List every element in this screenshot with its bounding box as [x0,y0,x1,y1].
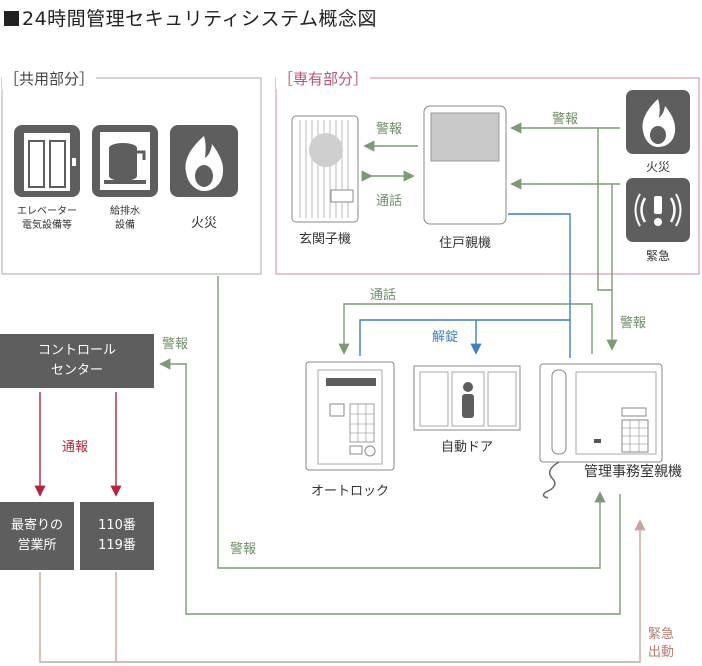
common-area-title: ［共用部分］ [2,68,97,89]
residence-unit-icon [423,105,507,225]
water-tank-icon [92,125,158,197]
title-text: 24時間管理セキュリティシステム概念図 [22,8,377,30]
autolock-label: オートロック [310,484,389,499]
alarm-line-to-office [597,128,618,351]
police-fire-box: 110番 119番 [80,502,154,570]
dispatch-line [39,519,646,663]
office-unit-label: 管理事務室親機 [584,464,682,480]
alarm-label-4: 警報 [162,337,189,352]
autolock-icon [305,361,395,471]
report-label: 通報 [62,440,89,455]
office-unit-icon [539,363,663,499]
unlock-line-residence [508,213,571,358]
unlock-label: 解錠 [432,330,459,345]
alarm-line-office-to-control [159,358,621,615]
nearest-office-box: 最寄りの 営業所 [0,502,74,570]
control-center-box: コントロール センター [0,334,154,388]
private-area-frame [275,77,700,275]
fire-icon-common [170,125,238,197]
entrance-unit-label: 玄関子機 [298,232,351,247]
auto-door-icon [413,365,521,431]
elevator-label: エレベーター 電気設備等 [17,206,77,231]
common-area-frame [1,77,262,275]
dispatch-label: 緊急 出動 [648,627,675,660]
talk-label-2: 通話 [370,288,397,303]
entrance-unit-icon [291,115,359,223]
auto-door-label: 自動ドア [440,440,493,455]
water-label: 給排水 設備 [110,206,140,231]
alarm-label-5: 警報 [230,542,257,557]
talk-line-office-to-autolock [338,303,593,355]
elevator-icon [14,125,80,197]
alarm-label-3: 警報 [620,316,647,331]
talk-label-1: 通話 [376,194,403,209]
residence-unit-label: 住戸親機 [438,236,491,251]
emergency-label: 緊急 [645,249,670,263]
alarm-line-common-to-office [217,276,606,569]
fire-icon-private [626,90,690,154]
private-area-title: ［専有部分］ [276,68,371,89]
page-title: 24時間管理セキュリティシステム概念図 [4,4,377,31]
fire-common-label: 火災 [190,216,217,231]
unlock-line-main [359,319,570,356]
alarm-label-1: 警報 [376,122,403,137]
emergency-icon [626,178,690,242]
alarm-label-2: 警報 [552,112,579,127]
fire-private-label: 火災 [645,160,670,174]
